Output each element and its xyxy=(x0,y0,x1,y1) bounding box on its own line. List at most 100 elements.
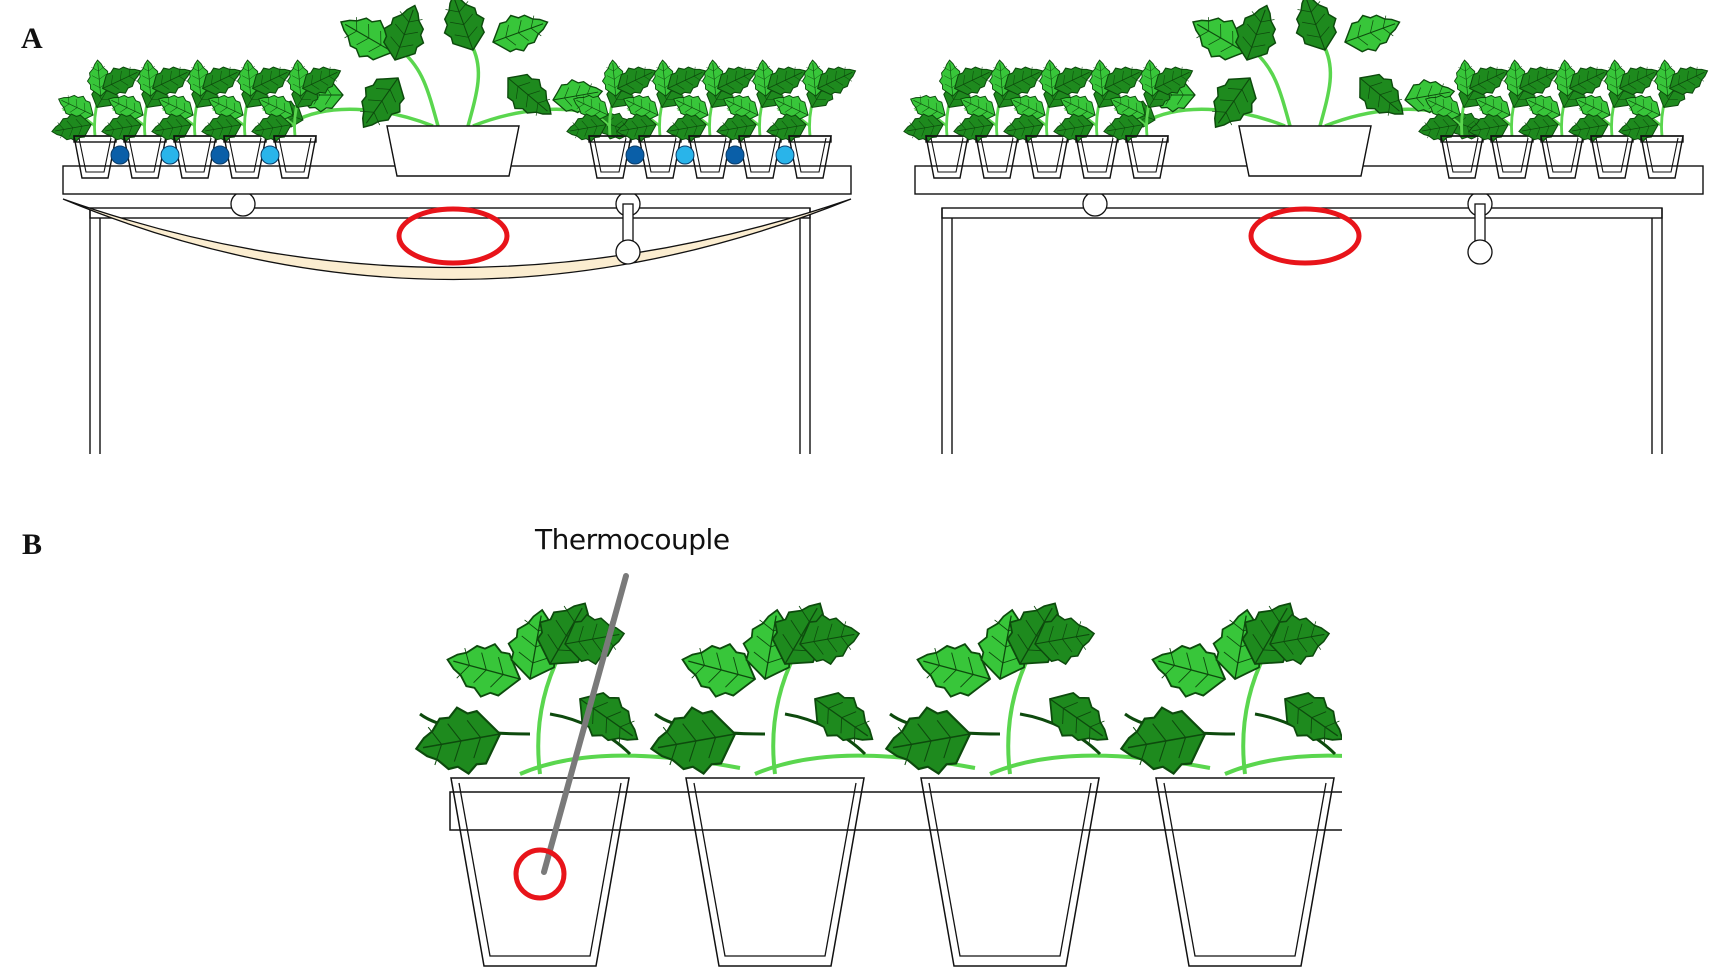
leaf xyxy=(414,706,502,775)
leaf xyxy=(201,113,242,142)
plant-icon xyxy=(1103,59,1194,142)
leaf xyxy=(1212,77,1257,129)
pot-icon xyxy=(123,135,167,179)
leaf xyxy=(884,706,972,775)
leaf xyxy=(101,113,142,142)
panel-a-sagging-bench xyxy=(51,0,857,454)
leaf xyxy=(1295,0,1338,51)
leaf xyxy=(814,691,874,743)
plant-icon xyxy=(51,59,142,142)
leaf xyxy=(716,66,757,96)
leaf xyxy=(492,14,549,53)
thermocouple-label: Thermocouple xyxy=(535,523,730,556)
red-ring-icon xyxy=(396,206,510,266)
pot-icon xyxy=(788,135,832,179)
leaf xyxy=(1424,94,1461,122)
pot-icon xyxy=(1540,135,1584,179)
leaf xyxy=(579,691,639,743)
leaf xyxy=(1359,73,1404,116)
leaf xyxy=(622,94,659,122)
plant-icon xyxy=(666,59,757,142)
plant-icon xyxy=(1003,59,1094,142)
leaf xyxy=(1049,691,1109,743)
leaf xyxy=(251,113,292,142)
leaf xyxy=(903,113,944,142)
plant-icon xyxy=(1618,59,1709,142)
sensor-dot-icon xyxy=(625,145,645,165)
pot-icon xyxy=(685,753,976,967)
leaf xyxy=(151,66,192,96)
leaf xyxy=(666,113,707,142)
leaf xyxy=(57,94,94,122)
pot-icon xyxy=(638,135,682,179)
pot-icon xyxy=(1440,135,1484,179)
plant-icon xyxy=(884,602,1109,775)
panel-b-content xyxy=(414,602,1342,967)
pot-icon xyxy=(920,753,1211,967)
panel-label-a: A xyxy=(21,22,43,55)
pulley-icon xyxy=(230,191,256,217)
leaf xyxy=(816,66,857,96)
leaf xyxy=(51,113,92,142)
pot-icon xyxy=(925,135,969,179)
leaf xyxy=(1668,66,1709,96)
pot-icon xyxy=(1640,135,1684,179)
leaf xyxy=(1003,66,1044,96)
leaf xyxy=(382,4,425,61)
leaf xyxy=(716,113,757,142)
leaf xyxy=(1269,613,1331,666)
plant-icon xyxy=(903,59,994,142)
plant-icon xyxy=(566,59,657,142)
leaf xyxy=(1468,113,1509,142)
pot-icon xyxy=(450,753,741,967)
sensor-dot-icon xyxy=(210,145,230,165)
red-ring-icon xyxy=(513,847,567,901)
leaf xyxy=(1618,113,1659,142)
leaf xyxy=(1468,66,1509,96)
panel-a-level-bench xyxy=(903,0,1709,454)
leaf xyxy=(722,94,759,122)
leaf xyxy=(616,113,657,142)
leaf xyxy=(443,0,486,51)
leaf xyxy=(1053,66,1094,96)
leaf xyxy=(301,66,342,96)
leaf xyxy=(566,113,607,142)
leaf xyxy=(1518,113,1559,142)
pot-icon xyxy=(688,135,732,179)
plant-icon xyxy=(649,602,874,775)
panel-b-pot-closeup xyxy=(414,573,1342,967)
pot-icon xyxy=(1590,135,1634,179)
pot-icon xyxy=(1025,135,1069,179)
plant-icon xyxy=(1119,602,1342,775)
red-ring-icon xyxy=(1248,206,1362,266)
leaf xyxy=(1034,613,1096,666)
pot-icon xyxy=(738,135,782,179)
leaf xyxy=(1618,66,1659,96)
leaf xyxy=(1234,4,1277,61)
sensor-dot-icon xyxy=(775,145,795,165)
leaf xyxy=(1284,691,1342,743)
plant-icon xyxy=(1053,59,1144,142)
leaf xyxy=(1574,94,1611,122)
center-pot-icon xyxy=(1238,125,1372,177)
leaf xyxy=(151,113,192,142)
plant-icon xyxy=(953,59,1044,142)
plant-icon xyxy=(1518,59,1609,142)
leaf xyxy=(799,613,861,666)
center-pot-icon xyxy=(386,125,520,177)
leaf xyxy=(201,66,242,96)
shelf xyxy=(449,791,1342,831)
pot-icon xyxy=(975,135,1019,179)
leaf xyxy=(1103,66,1144,96)
plant-icon xyxy=(251,59,342,142)
pot-icon xyxy=(173,135,217,179)
leaf xyxy=(666,66,707,96)
leaf xyxy=(649,706,737,775)
leaf xyxy=(1119,706,1207,775)
leaf xyxy=(101,66,142,96)
sagging-sheet xyxy=(62,198,852,281)
pot-icon xyxy=(223,135,267,179)
leaf xyxy=(681,642,757,698)
sensor-dot-icon xyxy=(260,145,280,165)
leaf xyxy=(1568,66,1609,96)
